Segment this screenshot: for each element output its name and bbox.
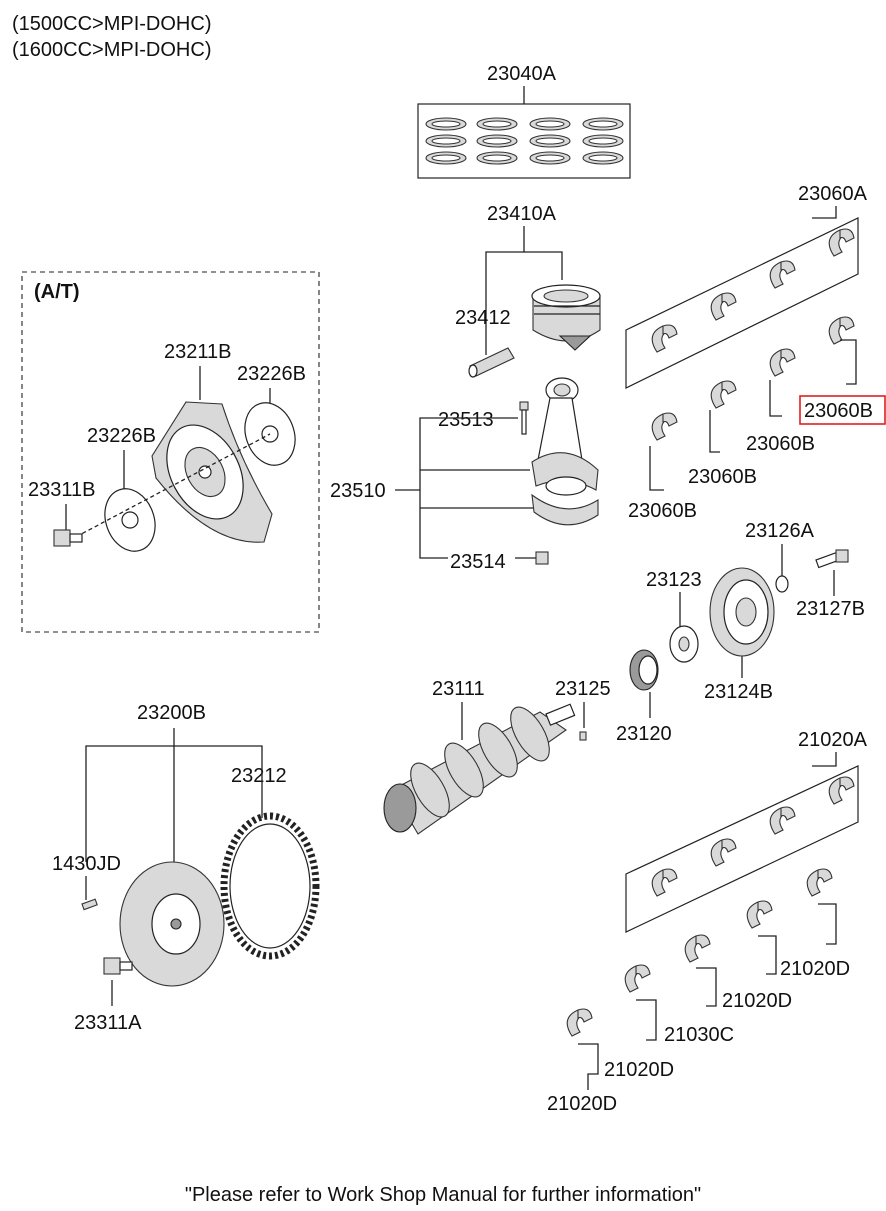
at-section-box bbox=[21, 271, 320, 633]
crank-bearing-set[interactable] bbox=[625, 217, 859, 441]
highlight-box bbox=[799, 395, 886, 425]
label-23514[interactable]: 23514 bbox=[450, 551, 506, 573]
ring-gear[interactable] bbox=[220, 812, 320, 960]
piston[interactable] bbox=[531, 284, 601, 351]
rod-nut[interactable] bbox=[535, 551, 549, 565]
label-23123[interactable]: 23123 bbox=[646, 569, 702, 591]
label-23040A[interactable]: 23040A bbox=[487, 63, 557, 85]
label-23513[interactable]: 23513 bbox=[438, 409, 494, 431]
label-23412[interactable]: 23412 bbox=[455, 307, 511, 329]
label-23410A[interactable]: 23410A bbox=[487, 203, 557, 225]
pulley-washer[interactable] bbox=[775, 575, 789, 593]
label-23126A[interactable]: 23126A bbox=[745, 520, 815, 542]
connecting-rod[interactable] bbox=[531, 377, 599, 526]
main-bearing-set[interactable] bbox=[566, 765, 859, 1037]
header-line-2: (1600CC>MPI-DOHC) bbox=[12, 39, 211, 61]
label-23124B[interactable]: 23124B bbox=[704, 681, 773, 703]
label-23060B-highlighted[interactable]: 23060B bbox=[804, 400, 873, 422]
label-23120[interactable]: 23120 bbox=[616, 723, 672, 745]
label-21020D-2[interactable]: 21020D bbox=[722, 990, 792, 1012]
label-23226B-2[interactable]: 23226B bbox=[87, 425, 156, 447]
label-23060A[interactable]: 23060A bbox=[798, 183, 868, 205]
label-1430JD[interactable]: 1430JD bbox=[52, 853, 121, 875]
label-23226B-1[interactable]: 23226B bbox=[237, 363, 306, 385]
flywheel[interactable] bbox=[119, 861, 225, 987]
label-23212[interactable]: 23212 bbox=[231, 765, 287, 787]
header-line-1: (1500CC>MPI-DOHC) bbox=[12, 13, 211, 35]
footer-note: "Please refer to Work Shop Manual for fu… bbox=[185, 1184, 701, 1206]
label-23060B-2[interactable]: 23060B bbox=[746, 433, 815, 455]
label-21030C[interactable]: 21030C bbox=[664, 1024, 734, 1046]
label-23311A[interactable]: 23311A bbox=[74, 1012, 142, 1034]
drive-plate-spacer[interactable] bbox=[97, 482, 164, 559]
label-21020D-1[interactable]: 21020D bbox=[780, 958, 850, 980]
label-23111[interactable]: 23111 bbox=[432, 678, 485, 700]
pulley-bolt[interactable] bbox=[815, 549, 849, 569]
at-section-label: (A/T) bbox=[34, 281, 80, 303]
drive-plate[interactable] bbox=[151, 401, 273, 543]
label-23200B[interactable]: 23200B bbox=[137, 702, 206, 724]
drive-plate-bolt[interactable] bbox=[53, 529, 83, 547]
label-23211B[interactable]: 23211B bbox=[164, 341, 231, 363]
piston-pin[interactable] bbox=[468, 347, 515, 378]
crankshaft-pulley[interactable] bbox=[709, 567, 775, 657]
label-23060B-3[interactable]: 23060B bbox=[688, 466, 757, 488]
crank-sprocket-flange[interactable] bbox=[669, 625, 699, 663]
label-23127B[interactable]: 23127B bbox=[796, 598, 865, 620]
label-21020D-4[interactable]: 21020D bbox=[547, 1093, 617, 1115]
label-23125[interactable]: 23125 bbox=[555, 678, 611, 700]
crank-key[interactable] bbox=[579, 731, 587, 741]
label-23311B[interactable]: 23311B bbox=[28, 479, 95, 501]
piston-ring-set[interactable] bbox=[417, 103, 631, 179]
dowel-pin[interactable] bbox=[81, 898, 98, 911]
label-23060B-4[interactable]: 23060B bbox=[628, 500, 697, 522]
crankshaft[interactable] bbox=[383, 701, 576, 835]
label-21020A[interactable]: 21020A bbox=[798, 729, 868, 751]
crank-sprocket[interactable] bbox=[629, 649, 659, 691]
rod-bolt[interactable] bbox=[519, 401, 529, 435]
label-21020D-3[interactable]: 21020D bbox=[604, 1059, 674, 1081]
flywheel-bolt[interactable] bbox=[103, 957, 133, 975]
label-23510[interactable]: 23510 bbox=[330, 480, 386, 502]
